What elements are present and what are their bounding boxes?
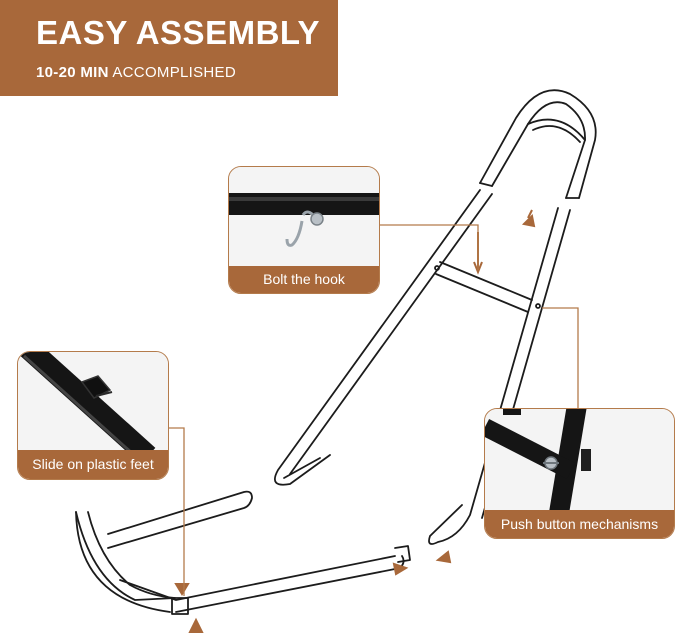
callout-label-bolt-hook: Bolt the hook: [229, 266, 379, 293]
callout-label-push-button: Push button mechanisms: [485, 510, 674, 538]
title-banner: EASY ASSEMBLY 10-20 MIN ACCOMPLISHED: [0, 0, 338, 96]
banner-title: EASY ASSEMBLY: [36, 14, 321, 51]
assembly-time: 10-20 MIN: [36, 64, 109, 81]
callout-label-plastic-feet: Slide on plastic feet: [18, 450, 168, 479]
banner-subtitle: 10-20 MIN ACCOMPLISHED: [36, 64, 236, 81]
subtitle-rest: ACCOMPLISHED: [112, 64, 236, 81]
callout-push-button: Push button mechanisms: [484, 408, 675, 539]
callout-bolt-hook: Bolt the hook: [228, 166, 380, 294]
callout-plastic-feet: Slide on plastic feet: [17, 351, 169, 480]
